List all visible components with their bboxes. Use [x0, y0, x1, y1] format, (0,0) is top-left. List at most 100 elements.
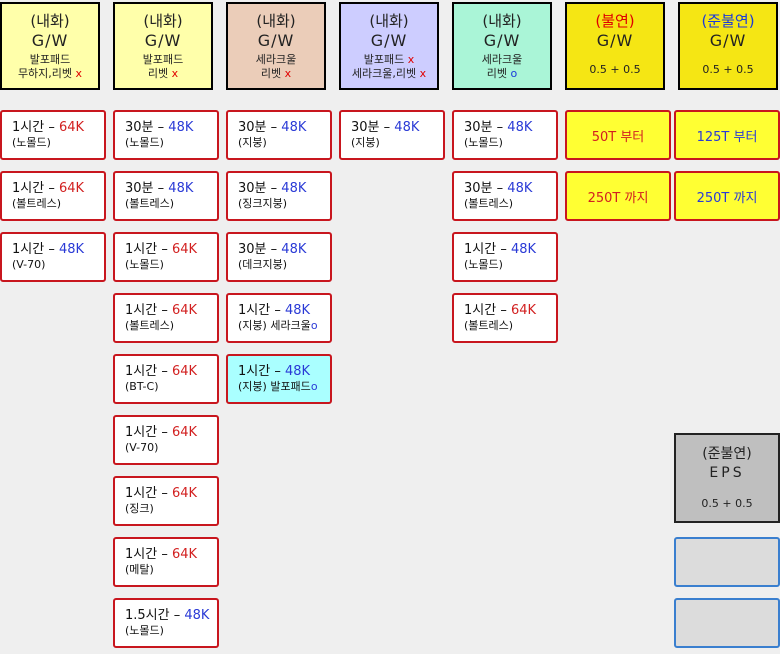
rating-dash: – — [48, 242, 55, 257]
panel-type: (징크) — [125, 502, 154, 515]
spec-type: (볼트레스) — [12, 197, 104, 211]
panel-type: (노몰드) — [464, 258, 503, 271]
density-value: 48K — [168, 120, 194, 135]
spec-cell[interactable]: 1시간 – 48K(노몰드) — [452, 232, 558, 282]
header-spec-text: 발포패드 — [29, 53, 71, 66]
spec-cell[interactable]: 1시간 – 64K(V-70) — [113, 415, 219, 465]
header-material: G/W — [257, 31, 295, 50]
spec-cell[interactable]: 30분 – 48K(지붕) — [226, 110, 332, 160]
spec-type: (노몰드) — [125, 258, 217, 272]
spec-cell[interactable]: 30분 – 48K(볼트레스) — [113, 171, 219, 221]
header-spec-line1: 발포패드 — [115, 52, 211, 67]
panel-type: (지붕) 세라크울 — [238, 319, 311, 332]
density-value: 48K — [184, 608, 210, 623]
range-cell[interactable]: 250T 까지 — [565, 171, 671, 221]
spec-cell[interactable]: 30분 – 48K(데크지붕) — [226, 232, 332, 282]
spec-cell[interactable]: 1시간 – 48K(지붕) 세라크울o — [226, 293, 332, 343]
header-spec-line1: 세라크울 — [228, 52, 324, 67]
spec-cell[interactable]: 1시간 – 64K(징크) — [113, 476, 219, 526]
header-mark: x — [407, 53, 415, 66]
spec-cell[interactable]: 30분 – 48K(노몰드) — [452, 110, 558, 160]
header-spec-line2: 무하지,리벳 x — [2, 67, 98, 81]
density-value: 64K — [171, 486, 198, 501]
rating-dash: – — [383, 120, 391, 135]
range-cell[interactable]: 250T 까지 — [674, 171, 780, 221]
spec-cell[interactable]: 1시간 – 64K(노몰드) — [113, 232, 219, 282]
panel-type: (V-70) — [12, 258, 46, 271]
header-spec-line2: 세라크울,리벳 x — [341, 67, 437, 81]
spec-rating: 1시간 – 64K — [125, 241, 217, 258]
spec-type: (BT-C) — [125, 380, 217, 394]
spec-type: (노몰드) — [464, 136, 556, 150]
spec-type: (지붕) 발포패드o — [238, 380, 330, 394]
header-spec-text: 세라크울,리벳 — [351, 67, 417, 80]
empty-eps-cell[interactable] — [674, 537, 780, 587]
spec-cell[interactable]: 1시간 – 48K(V-70) — [0, 232, 106, 282]
range-cell[interactable]: 125T 부터 — [674, 110, 780, 160]
spec-rating: 1시간 – 64K — [12, 180, 104, 197]
spec-cell[interactable]: 1시간 – 64K(볼트레스) — [452, 293, 558, 343]
spec-cell[interactable]: 1시간 – 64K(메탈) — [113, 537, 219, 587]
range-label: 250T 까지 — [587, 190, 649, 206]
panel-type: (볼트레스) — [12, 197, 62, 210]
rating-dash: – — [173, 608, 181, 623]
fire-rating-time: 1시간 — [238, 364, 271, 379]
rating-dash: – — [496, 181, 504, 196]
spec-rating: 30분 – 48K — [238, 119, 330, 136]
spec-type: (데크지붕) — [238, 258, 330, 272]
spec-cell[interactable]: 30분 – 48K(볼트레스) — [452, 171, 558, 221]
spec-cell[interactable]: 1시간 – 48K(지붕) 발포패드o — [226, 354, 332, 404]
spec-type: (지붕) — [351, 136, 443, 150]
spec-cell[interactable]: 1시간 – 64K(노몰드) — [0, 110, 106, 160]
header-spec-line2: 리벳 x — [115, 67, 211, 81]
spec-type: (징크) — [125, 502, 217, 516]
rating-dash: – — [270, 120, 278, 135]
spec-cell[interactable]: 1.5시간 – 48K(노몰드) — [113, 598, 219, 648]
spec-type: (볼트레스) — [125, 197, 217, 211]
spec-rating: 1시간 – 48K — [12, 241, 104, 258]
header-spec-text: 세라크울 — [481, 53, 523, 66]
fire-rating-time: 1시간 — [12, 242, 45, 257]
spec-type: (징크지붕) — [238, 197, 330, 211]
spec-cell[interactable]: 1시간 – 64K(BT-C) — [113, 354, 219, 404]
panel-type: (볼트레스) — [464, 319, 514, 332]
header-spec-line2: 리벳 o — [454, 67, 550, 81]
spec-mark: o — [310, 319, 318, 332]
eps-material: EPS — [709, 465, 745, 481]
panel-type: (징크지붕) — [238, 197, 288, 210]
panel-type: (볼트레스) — [125, 197, 175, 210]
spec-rating: 1시간 – 64K — [125, 424, 217, 441]
spec-rating: 1시간 – 48K — [464, 241, 556, 258]
range-cell[interactable]: 50T 부터 — [565, 110, 671, 160]
panel-type: (지붕) — [238, 136, 267, 149]
spec-cell[interactable]: 30분 – 48K(지붕) — [339, 110, 445, 160]
header-mark: x — [284, 67, 292, 80]
empty-eps-cell[interactable] — [674, 598, 780, 648]
rating-dash: – — [274, 303, 281, 318]
header-spec-text: 무하지,리벳 — [17, 67, 73, 80]
spec-cell[interactable]: 1시간 – 64K(볼트레스) — [113, 293, 219, 343]
spec-type: (볼트레스) — [125, 319, 217, 333]
spec-cell[interactable]: 30분 – 48K(징크지붕) — [226, 171, 332, 221]
density-value: 64K — [510, 303, 537, 318]
spec-rating: 1시간 – 64K — [125, 546, 217, 563]
fire-rating-time: 30분 — [125, 120, 154, 135]
spec-rating: 1시간 – 64K — [125, 302, 217, 319]
header-spec-text: 리벳 — [260, 67, 282, 80]
spec-cell[interactable]: 1시간 – 64K(볼트레스) — [0, 171, 106, 221]
header-mark: o — [510, 67, 518, 80]
density-value: 48K — [507, 181, 533, 196]
fire-rating-time: 30분 — [464, 120, 493, 135]
header-thickness: 0.5 + 0.5 — [702, 63, 754, 76]
spec-cell[interactable]: 30분 – 48K(노몰드) — [113, 110, 219, 160]
panel-type: (노몰드) — [125, 624, 164, 637]
density-value: 64K — [171, 425, 198, 440]
fire-rating-time: 1시간 — [125, 242, 158, 257]
rating-dash: – — [496, 120, 504, 135]
header-category: (내화) — [256, 12, 296, 30]
spec-type: (볼트레스) — [464, 319, 556, 333]
